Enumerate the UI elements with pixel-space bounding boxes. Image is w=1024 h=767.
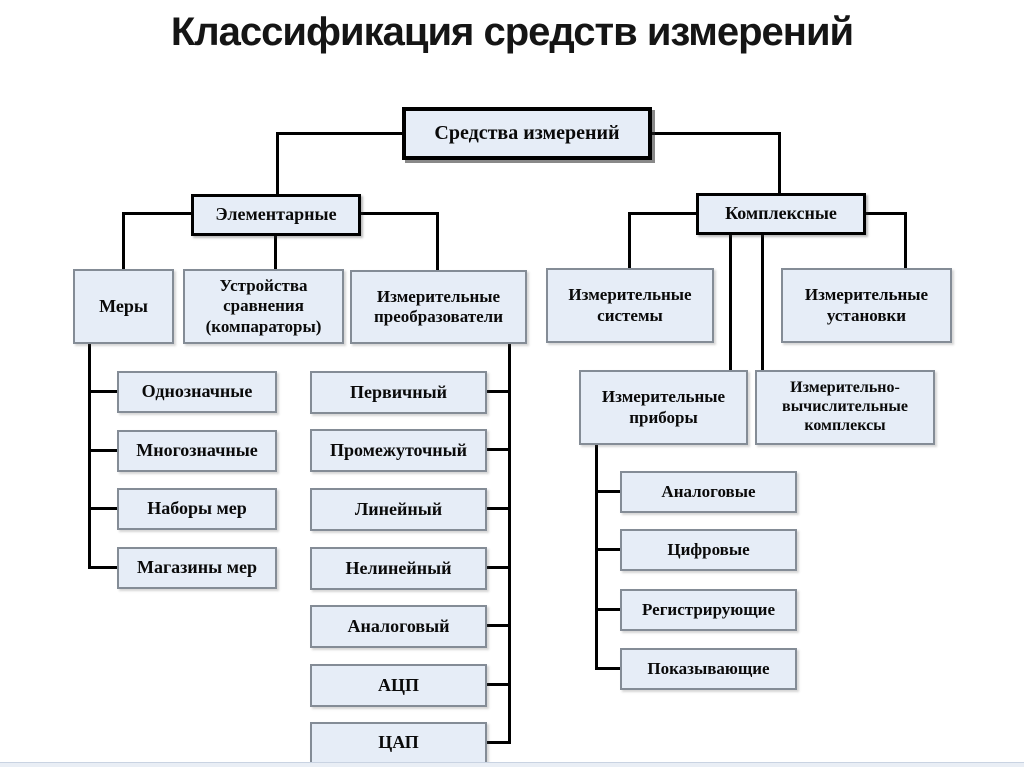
slide-bottom-edge	[0, 762, 1024, 767]
connector-line	[778, 132, 781, 194]
connector-line	[88, 566, 118, 569]
connector-line	[436, 212, 439, 271]
node-measuring-transducers: Измерительные преобразователи	[350, 270, 527, 344]
node-adc: АЦП	[310, 664, 487, 707]
connector-line	[595, 608, 622, 611]
node-measure-sets: Наборы мер	[117, 488, 277, 530]
connector-line	[88, 507, 118, 510]
page-title: Классификация средств измерений	[170, 10, 854, 54]
node-nonlinear: Нелинейный	[310, 547, 487, 590]
node-complex: Комплексные	[696, 193, 866, 235]
connector-line	[486, 566, 511, 569]
connector-line	[486, 448, 511, 451]
connector-line	[904, 212, 907, 269]
connector-line	[274, 235, 277, 270]
connector-line	[595, 445, 598, 670]
node-primary: Первичный	[310, 371, 487, 414]
connector-line	[761, 234, 764, 371]
connector-line	[276, 132, 279, 195]
connector-line	[486, 624, 511, 627]
connector-line	[88, 390, 118, 393]
node-digital-devices: Цифровые	[620, 529, 797, 571]
node-measuring-systems: Измерительные системы	[546, 268, 714, 343]
node-comparators: Устройства сравнения (компараторы)	[183, 269, 344, 344]
connector-line	[88, 344, 91, 569]
node-measures: Меры	[73, 269, 174, 344]
node-intermediate: Промежуточный	[310, 429, 487, 472]
connector-line	[729, 234, 732, 371]
connector-line	[486, 683, 511, 686]
connector-line	[88, 449, 118, 452]
connector-line	[277, 132, 403, 135]
node-recording-devices: Регистрирующие	[620, 589, 797, 631]
connector-line	[486, 390, 511, 393]
connector-line	[124, 212, 192, 215]
connector-line	[628, 212, 631, 269]
node-measuring-installations: Измерительные установки	[781, 268, 952, 343]
node-elementary: Элементарные	[191, 194, 361, 236]
connector-line	[595, 490, 622, 493]
connector-line	[651, 132, 781, 135]
node-indicating-devices: Показывающие	[620, 648, 797, 690]
connector-line	[595, 667, 622, 670]
node-measure-stores: Магазины мер	[117, 547, 277, 589]
node-measuring-instruments-root: Средства измерений	[402, 107, 652, 160]
connector-line	[360, 212, 439, 215]
connector-line	[508, 344, 511, 744]
node-measuring-computing-complexes: Измерительно-вычислительные комплексы	[755, 370, 935, 445]
connector-line	[595, 548, 622, 551]
node-measuring-devices: Измерительные приборы	[579, 370, 748, 445]
node-dac: ЦАП	[310, 722, 487, 764]
connector-line	[486, 741, 511, 744]
node-linear: Линейный	[310, 488, 487, 531]
node-analog-devices: Аналоговые	[620, 471, 797, 513]
connector-line	[630, 212, 697, 215]
node-multi-valued: Многозначные	[117, 430, 277, 472]
node-analog-transducer: Аналоговый	[310, 605, 487, 648]
connector-line	[486, 507, 511, 510]
node-single-valued: Однозначные	[117, 371, 277, 413]
connector-line	[864, 212, 907, 215]
connector-line	[122, 212, 125, 270]
